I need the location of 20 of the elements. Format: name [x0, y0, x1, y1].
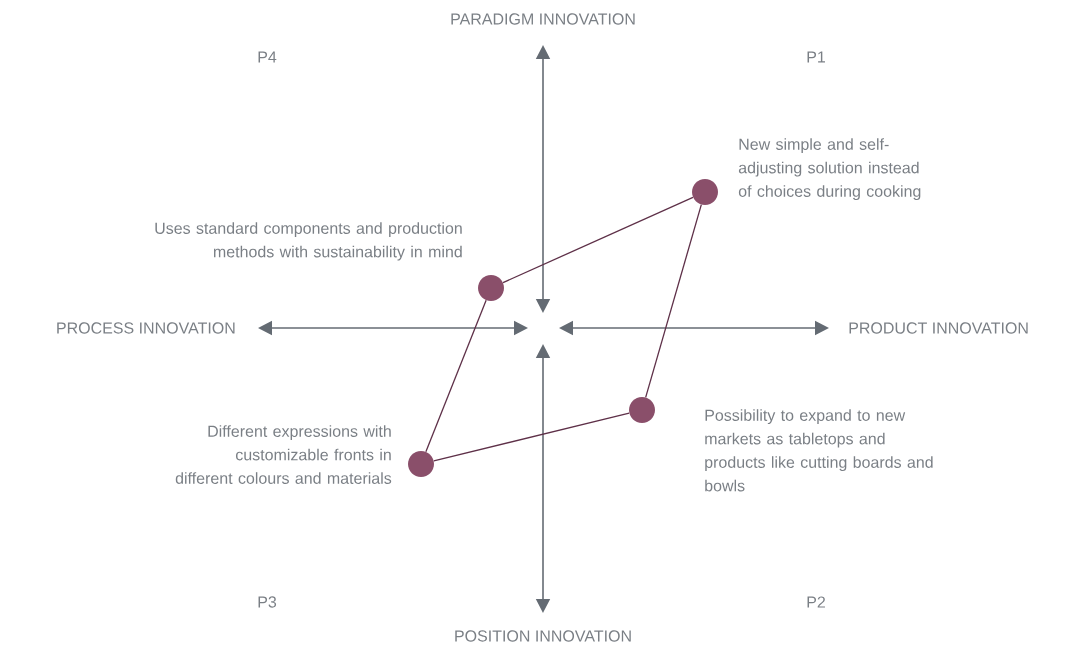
connector-line [645, 204, 702, 398]
axis-label: PROCESS INNOVATION [57, 322, 235, 334]
connector-line [433, 412, 630, 462]
dot-marker [408, 451, 434, 477]
axis-label: PARADIGM INNOVATION [451, 13, 635, 25]
quadrant-label: P3 [258, 596, 277, 608]
dot-marker [629, 397, 655, 423]
dot-marker [692, 179, 718, 205]
axis-label: PRODUCT INNOVATION [849, 322, 1028, 334]
quadrant-label: P1 [807, 51, 825, 63]
axis-label: POSITION INNOVATION [455, 630, 631, 642]
connector-line [502, 196, 694, 284]
connector-line [425, 299, 487, 453]
note-text: Different expressions with customizable fronts in different colours and materials [175, 425, 392, 484]
dot-marker [478, 275, 504, 301]
note-text: New simple and self-adjusting solution instead of choices during cooking [738, 138, 921, 201]
note-text: Uses standard components and production methods with sustainability in mind [155, 222, 462, 261]
quadrant-label: P4 [258, 51, 277, 63]
note-text: Possibility to expand to new markets as tabletops and products like cutting boards and bowls [705, 409, 933, 492]
quadrant-label: P2 [807, 596, 825, 608]
